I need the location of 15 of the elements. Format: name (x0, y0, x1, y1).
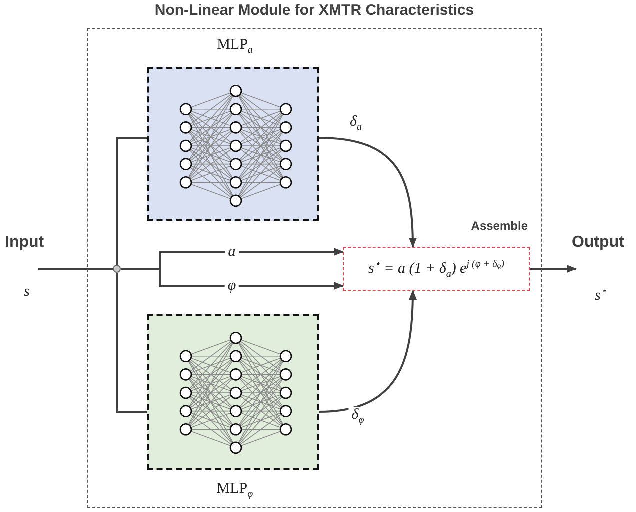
mlp-label: MLP$_{φ}$ (216, 480, 254, 500)
input-label: Input (5, 233, 44, 253)
signal-label: s (24, 283, 30, 302)
connector-line (38, 268, 113, 270)
output-label: Output (572, 233, 624, 253)
arrow (121, 268, 344, 290)
mlp-label: MLP$_{a}$ (217, 36, 253, 56)
block-title: Assemble (471, 219, 528, 233)
arrow (530, 265, 577, 273)
signal-label: s$^{⋆}$ (595, 285, 607, 306)
connector-line (116, 137, 147, 265)
connector-line (116, 273, 147, 413)
arrow (318, 290, 417, 413)
diagram-title: Non-Linear Module for XMTR Characteristics (154, 2, 474, 19)
arrow (318, 137, 417, 248)
